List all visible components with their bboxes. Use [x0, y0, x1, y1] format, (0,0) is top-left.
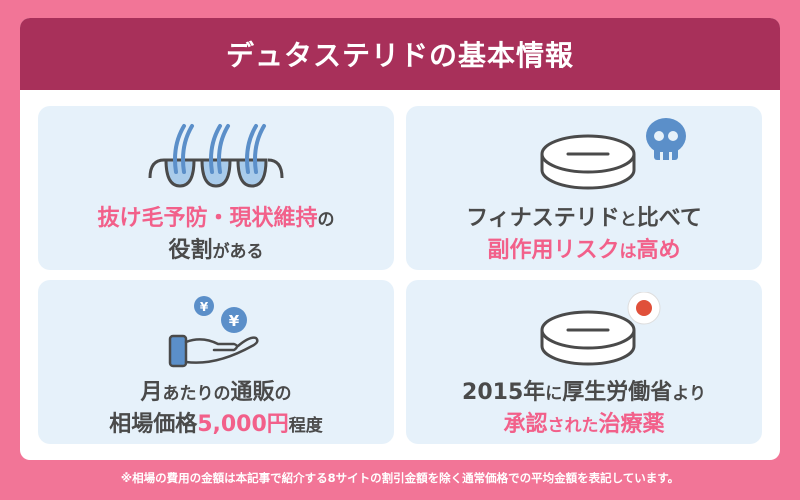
- hand-with-yen-coins-icon: ¥ ¥: [168, 296, 259, 368]
- text: より: [672, 384, 706, 404]
- pill-with-skull-icon: [540, 118, 686, 190]
- text: 2015年: [462, 380, 546, 405]
- card-line-1: 抜け毛予防・現状維持の: [38, 202, 394, 237]
- footnote: ※相場の費用の金額は本記事で紹介する8サイトの割引金額を除く通常価格での平均金額…: [120, 471, 680, 485]
- highlight-text: 承認: [503, 412, 548, 437]
- text: あたりの: [162, 384, 231, 404]
- page-title: デュタステリドの基本情報: [20, 18, 780, 90]
- text: 比べて: [636, 206, 702, 231]
- text: 程度: [288, 416, 323, 436]
- highlight-text: 治療薬: [598, 412, 665, 437]
- info-panel: デュタステリドの基本情報 抜け毛予防・現状維持の 役割がある: [20, 18, 780, 460]
- card-line-1: フィナステリドと比べて: [406, 202, 762, 237]
- text: の: [317, 210, 335, 230]
- card-market-price: ¥ ¥ 月あたりの通販の 相場価格5,000円程度: [38, 280, 394, 444]
- japan-flag-icon: [627, 292, 661, 325]
- card-hair-loss-prevention: 抜け毛予防・現状維持の 役割がある: [38, 106, 394, 270]
- pill-with-japan-flag-icon: [540, 292, 661, 366]
- highlight-text: は: [619, 242, 637, 262]
- text: 役割: [168, 238, 213, 263]
- text: がある: [212, 242, 264, 262]
- highlight-text: された: [547, 416, 599, 436]
- highlight-text: 5,000円: [197, 412, 289, 437]
- card-side-effect-risk: フィナステリドと比べて 副作用リスクは高め: [406, 106, 762, 270]
- text: 通販: [230, 380, 275, 405]
- text: の: [274, 384, 292, 404]
- text: 相場価格: [109, 412, 198, 437]
- card-line-1: 月あたりの通販の: [38, 376, 394, 411]
- text: に: [545, 384, 563, 404]
- card-line-2: 相場価格5,000円程度: [38, 408, 394, 443]
- highlight-text: 副作用リスク: [487, 238, 620, 263]
- card-line-2: 副作用リスクは高め: [406, 234, 762, 269]
- card-approval: 2015年に厚生労働省より 承認された治療薬: [406, 280, 762, 444]
- highlight-text: 高め: [636, 238, 681, 263]
- svg-text:¥: ¥: [229, 312, 240, 330]
- text: と: [619, 210, 637, 230]
- hair-follicles-icon: [148, 124, 284, 188]
- svg-text:¥: ¥: [200, 300, 209, 314]
- text: 月: [140, 380, 163, 405]
- skull-icon: [646, 118, 686, 160]
- text: フィナステリド: [466, 206, 620, 231]
- card-line-1: 2015年に厚生労働省より: [406, 376, 762, 411]
- highlight-text: 抜け毛予防・現状維持: [97, 206, 318, 231]
- card-line-2: 役割がある: [38, 234, 394, 269]
- card-line-2: 承認された治療薬: [406, 408, 762, 443]
- text: 厚生労働省: [562, 380, 673, 405]
